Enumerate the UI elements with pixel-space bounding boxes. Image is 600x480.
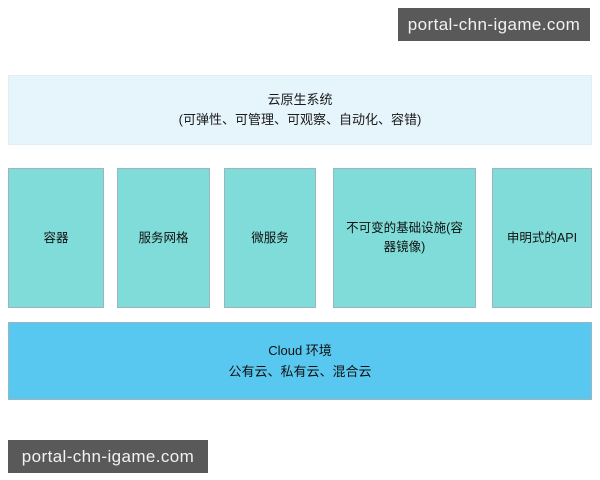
pillar-label: 容器 [43, 230, 69, 245]
watermark-top-right: portal-chn-igame.com [398, 8, 590, 41]
cloud-native-system-layer: 云原生系统 (可弹性、可管理、可观察、自动化、容错) [8, 75, 592, 145]
pillar-immutable-infrastructure: 不可变的基础设施(容器镜像) [333, 168, 476, 308]
pillar-row: 容器 服务网格 微服务 不可变的基础设施(容器镜像) 申明式的API [0, 168, 600, 308]
pillar-microservices: 微服务 [224, 168, 316, 308]
pillar-declarative-api: 申明式的API [492, 168, 592, 308]
watermark-bottom-left: portal-chn-igame.com [8, 440, 208, 473]
pillar-label: 申明式的API [506, 230, 578, 245]
pillar-label: 服务网格 [138, 230, 189, 245]
pillar-container: 容器 [8, 168, 104, 308]
cloud-native-system-title: 云原生系统 [267, 92, 333, 107]
cloud-environment-layer: Cloud 环境 公有云、私有云、混合云 [8, 322, 592, 400]
cloud-environment-title: Cloud 环境 [268, 343, 332, 358]
pillar-label: 微服务 [251, 230, 289, 245]
pillar-label: 不可变的基础设施(容器镜像) [346, 221, 463, 254]
pillar-service-mesh: 服务网格 [117, 168, 210, 308]
cloud-native-system-attributes: (可弹性、可管理、可观察、自动化、容错) [178, 112, 422, 127]
cloud-environment-types: 公有云、私有云、混合云 [228, 364, 372, 379]
